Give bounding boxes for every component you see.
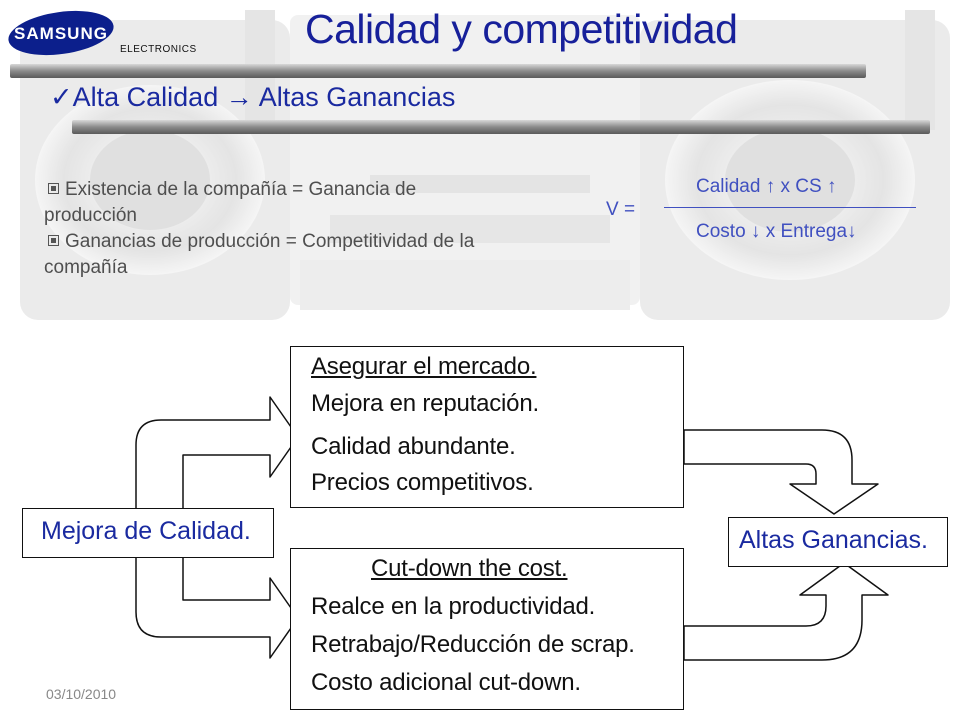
header-divider [10,64,866,78]
bottom-box-line-3: Retrabajo/Reducción de scrap. [311,631,635,658]
electronics-label: ELECTRONICS [120,44,197,55]
bullet-item-continuation: compañía [44,257,128,278]
subtitle: ✓Alta Calidad → Altas Ganancias [50,82,455,113]
arrow-up-to-top-box [135,396,299,511]
end-node-label: Altas Ganancias. [739,526,928,554]
bullet-item: Existencia de la compañía = Ganancia de [44,177,564,203]
arrow-top-box-to-result [683,429,879,515]
formula-numerator: Calidad ↑ x CS ↑ [696,176,837,197]
arrow-down-to-bottom-box [135,556,299,659]
formula-denominator: Costo ↓ x Entrega↓ [696,221,857,242]
bottom-box-line-4: Costo adicional cut-down. [311,669,581,696]
top-box-line-2: Mejora en reputación. [311,390,539,417]
subtitle-text: Alta Calidad → Altas Ganancias [72,82,456,112]
fraction-line [664,207,916,208]
bullet-item: Ganancias de producción = Competitividad… [44,229,564,255]
arrow-bottom-box-to-result [683,562,889,661]
check-icon: ✓ [50,82,73,112]
end-node-box: Altas Ganancias. [728,517,948,567]
top-box-line-1: Asegurar el mercado. [311,353,537,380]
footer-date: 03/10/2010 [46,686,117,702]
formula-lhs: V = [606,199,636,220]
market-benefits-box: Asegurar el mercado. Mejora en reputació… [290,346,684,508]
bottom-box-line-1: Cut-down the cost. [371,555,568,582]
logo-text: SAMSUNG [14,24,108,43]
start-node-label: Mejora de Calidad. [41,517,251,545]
start-node-box: Mejora de Calidad. [22,508,274,558]
samsung-logo: SAMSUNG [6,6,206,62]
cost-reduction-box: Cut-down the cost. Realce en la producti… [290,548,684,710]
square-bullet-icon [48,235,59,246]
bullet-list: Existencia de la compañía = Ganancia de … [44,177,564,281]
subtitle-divider [72,120,930,134]
bottom-box-line-2: Realce en la productividad. [311,593,596,620]
page-title: Calidad y competitividad [305,6,738,52]
top-box-line-3: Calidad abundante. [311,433,516,460]
bullet-item-continuation: producción [44,205,137,226]
square-bullet-icon [48,183,59,194]
top-box-line-4: Precios competitivos. [311,469,534,496]
